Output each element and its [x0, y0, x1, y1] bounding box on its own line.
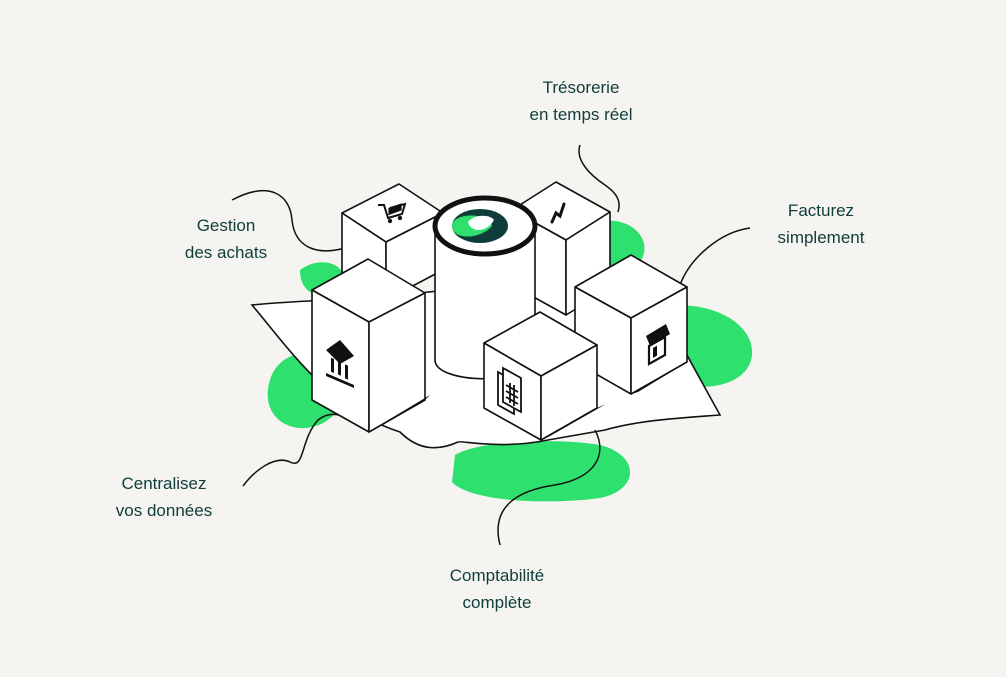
label-tresorerie-line2: en temps réel [529, 105, 633, 124]
connector-facturez [679, 227, 751, 286]
bank-icon [326, 340, 354, 388]
label-gestion-line1: Gestion [196, 216, 256, 235]
label-facturez-line2: simplement [777, 228, 865, 247]
block-bank [311, 258, 426, 433]
connector-centralisez [242, 413, 353, 487]
trend-line-icon [550, 202, 566, 224]
label-facturez: Facturez simplement [778, 197, 865, 251]
connector-comptabilite [497, 429, 601, 546]
storefront-icon [646, 324, 670, 366]
label-comptabilite-line1: Comptabilité [449, 566, 545, 585]
block-shop-shadow [631, 358, 694, 394]
label-gestion-line2: des achats [184, 243, 268, 262]
label-centralisez-line2: vos données [115, 501, 213, 520]
calculator-icon [497, 366, 522, 416]
block-calculator-shadow [541, 404, 606, 440]
brand-logo-icon [452, 209, 508, 243]
connector-tresorerie [578, 144, 620, 213]
label-facturez-line1: Facturez [787, 201, 855, 220]
shopping-cart-icon [378, 202, 407, 224]
label-tresorerie-line1: Trésorerie [542, 78, 620, 97]
connector-gestion [231, 190, 346, 252]
block-bank-shadow [369, 395, 430, 432]
label-comptabilite-line2: complète [462, 593, 532, 612]
label-centralisez-line1: Centralisez [121, 474, 207, 493]
label-gestion-achats: Gestion des achats [185, 212, 267, 266]
connector-lines [231, 144, 751, 546]
label-comptabilite: Comptabilité complète [450, 562, 545, 616]
label-centralisez: Centralisez vos données [116, 470, 212, 524]
green-blob-bottom [452, 441, 630, 502]
label-tresorerie: Trésorerie en temps réel [530, 74, 633, 128]
